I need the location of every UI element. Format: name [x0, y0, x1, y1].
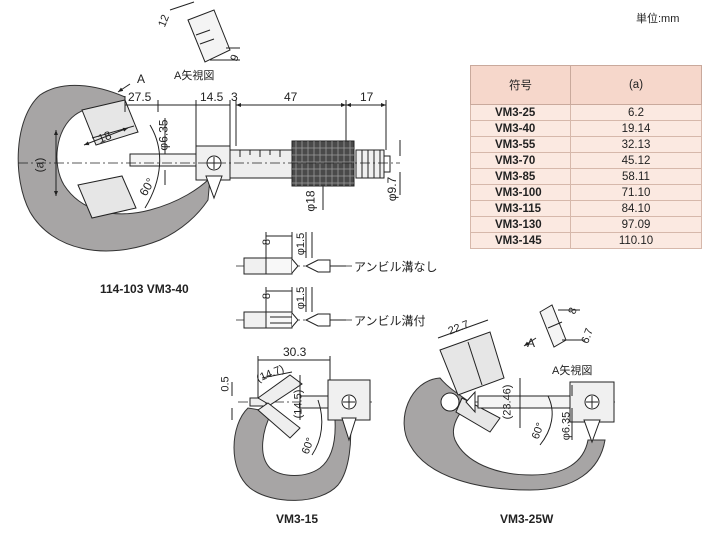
model-cell: VM3-25 — [470, 104, 571, 121]
unit-label: 単位:mm — [636, 13, 680, 25]
model-cell: VM3-70 — [470, 152, 571, 169]
a-cell: 45.12 — [570, 152, 702, 169]
anvil-groove-dim-8: 8 — [261, 292, 274, 300]
dim-a: (a) — [32, 157, 47, 173]
anvil-no-groove-label: アンビル溝なし — [354, 260, 438, 274]
a-cell: 58.11 — [570, 168, 702, 185]
anvil-no-groove-dim-8: 8 — [261, 238, 274, 246]
main-arrow-label: A — [137, 72, 146, 86]
main-frame — [17, 84, 211, 252]
model-cell: VM3-40 — [470, 120, 571, 137]
dim-17: 17 — [360, 90, 374, 104]
model-cell: VM3-55 — [470, 136, 571, 153]
main-view — [17, 1, 401, 252]
vm3-15-dim-0-5: 0.5 — [219, 376, 232, 392]
a-cell: 97.09 — [570, 216, 702, 233]
vm3-15-caption: VM3-15 — [276, 512, 319, 526]
vm3-25w-caption: VM3-25W — [500, 512, 554, 526]
model-cell: VM3-100 — [470, 184, 571, 201]
vm3-25w-dim-23-46: (23.46) — [501, 384, 514, 420]
anvil-groove-detail — [236, 287, 352, 329]
vm3-15-view — [231, 356, 372, 501]
vm3-25w-anvil-top — [439, 331, 505, 396]
vm3-25w-view-label: A矢視図 — [552, 365, 593, 377]
header-a: (a) — [570, 65, 702, 105]
main-spindle — [129, 153, 199, 167]
vm3-25w-arrow-label: A — [527, 336, 536, 350]
a-cell: 84.10 — [570, 200, 702, 217]
model-cell: VM3-115 — [470, 200, 571, 217]
a-cell: 6.2 — [570, 104, 702, 121]
a-cell: 71.10 — [570, 184, 702, 201]
main-anvil-bottom — [77, 175, 137, 219]
model-cell: VM3-145 — [470, 232, 571, 249]
main-sleeve — [229, 149, 293, 179]
main-caption: 114-103 VM3-40 — [100, 282, 189, 296]
anvil-no-groove-detail — [236, 232, 352, 275]
dim-14-5: 14.5 — [200, 90, 224, 104]
dim-phi-9-7: φ9.7 — [385, 176, 400, 202]
vm3-25w-phi-6-35: φ6.35 — [560, 411, 573, 441]
a-cell: 110.10 — [570, 232, 702, 249]
dim-47: 47 — [284, 90, 298, 104]
vm3-25w-view — [403, 304, 615, 491]
vm3-15-dim-30-3: 30.3 — [283, 345, 307, 359]
dim-27-5: 27.5 — [128, 90, 152, 104]
dim-phi-6-35: φ6.35 — [156, 119, 171, 151]
main-view-label: A矢視図 — [174, 70, 215, 82]
table-header-row: 符号 (a) — [470, 65, 702, 105]
anvil-groove-phi: φ1.5 — [295, 286, 308, 310]
vm3-15-dim-14-5: (14.5) — [292, 389, 305, 419]
anvil-no-groove-phi: φ1.5 — [295, 232, 308, 256]
a-cell: 32.13 — [570, 136, 702, 153]
main-a-view — [187, 9, 231, 63]
main-clamp — [205, 175, 223, 200]
a-cell: 19.14 — [570, 120, 702, 137]
dim-phi-18: φ18 — [303, 190, 318, 212]
dim-3: 3 — [231, 90, 238, 104]
header-model: 符号 — [470, 65, 571, 105]
model-cell: VM3-85 — [470, 168, 571, 185]
anvil-groove-label: アンビル溝付 — [354, 314, 426, 328]
model-cell: VM3-130 — [470, 216, 571, 233]
